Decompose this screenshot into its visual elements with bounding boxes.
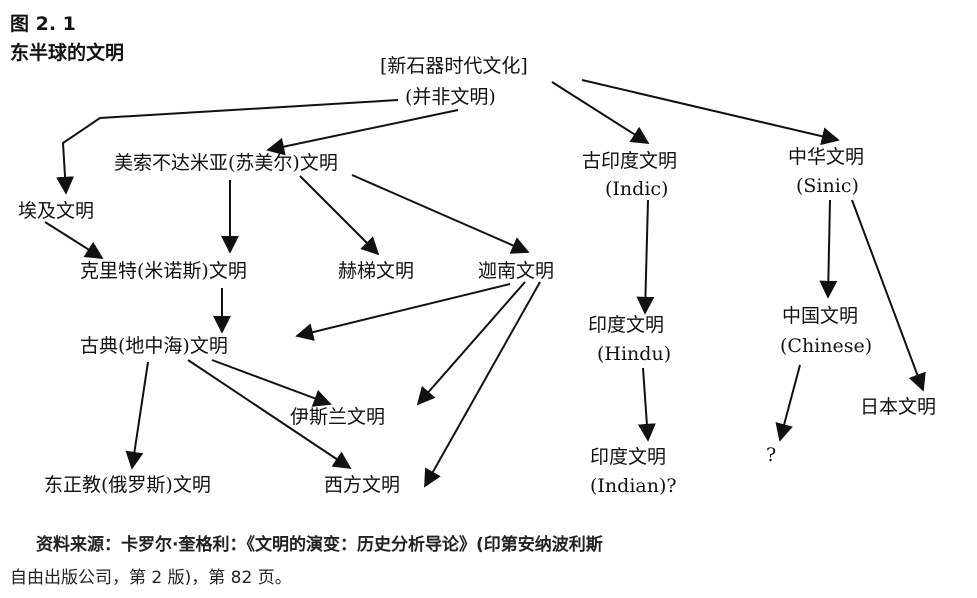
node-indian: 印度文明 xyxy=(590,446,667,468)
edge-mesopotamia-to-hittite xyxy=(299,175,380,256)
node-classical: 古典(地中海)文明 xyxy=(80,335,228,357)
edge-mesopotamia-to-canaan xyxy=(351,174,530,254)
node-mesopotamia: 美索不达米亚(苏美尔)文明 xyxy=(114,152,338,174)
edge-canaan-to-islamic xyxy=(416,281,526,406)
node-chinese: 中国文明 xyxy=(782,305,859,327)
node-neolithic: [新石器时代文化] xyxy=(380,55,528,77)
node-neolithic-note: (并非文明) xyxy=(405,86,496,108)
node-hindu-en: (Hindu) xyxy=(597,343,672,365)
node-sinic-en: (Sinic) xyxy=(796,175,859,197)
source-line-1: 资料来源：卡罗尔·奎格利：《文明的演变：历史分析导论》(印第安纳波利斯 xyxy=(36,535,603,555)
node-indian-en: (Indian)? xyxy=(590,475,677,497)
node-egypt: 埃及文明 xyxy=(18,200,95,222)
edge-neolithic-to-egypt xyxy=(56,99,399,195)
edge-neolithic-to-mesopotamia xyxy=(266,109,459,156)
edge-chinese-to-unknown xyxy=(775,364,801,442)
node-indic-en: (Indic) xyxy=(605,178,669,200)
figure-label: 图 2. 1 xyxy=(10,13,76,35)
node-orthodox: 东正教(俄罗斯)文明 xyxy=(44,474,211,496)
edge-classical-to-islamic xyxy=(211,359,332,407)
edge-classical-to-orthodox xyxy=(125,361,149,470)
edge-neolithic-to-indic xyxy=(551,81,650,144)
node-sinic: 中华文明 xyxy=(788,146,865,168)
edge-classical-to-western xyxy=(187,359,352,469)
node-islamic: 伊斯兰文明 xyxy=(290,406,386,428)
node-western: 西方文明 xyxy=(324,474,401,496)
node-crete: 克里特(米诺斯)文明 xyxy=(80,260,247,282)
edge-canaan-to-classical xyxy=(295,283,511,341)
edge-neolithic-to-sinic xyxy=(581,79,840,146)
node-japanese: 日本文明 xyxy=(860,396,937,418)
node-hindu: 印度文明 xyxy=(588,314,665,336)
edge-sinic-to-japanese xyxy=(851,199,926,392)
edge-hindu-to-indian xyxy=(637,367,656,442)
node-chinese-en: (Chinese) xyxy=(780,335,873,357)
node-indic: 古印度文明 xyxy=(582,150,678,172)
edge-egypt-to-crete xyxy=(44,221,104,259)
node-unknown: ? xyxy=(766,444,777,466)
edge-sinic-to-chinese xyxy=(819,199,838,299)
source-line-2: 自由出版公司，第 2 版)，第 82 页。 xyxy=(10,568,292,588)
edge-indic-to-hindu xyxy=(636,199,655,315)
node-canaan: 迦南文明 xyxy=(478,260,555,282)
figure-title: 东半球的文明 xyxy=(10,42,125,64)
node-hittite: 赫梯文明 xyxy=(338,260,415,282)
edge-canaan-to-western xyxy=(424,281,541,488)
